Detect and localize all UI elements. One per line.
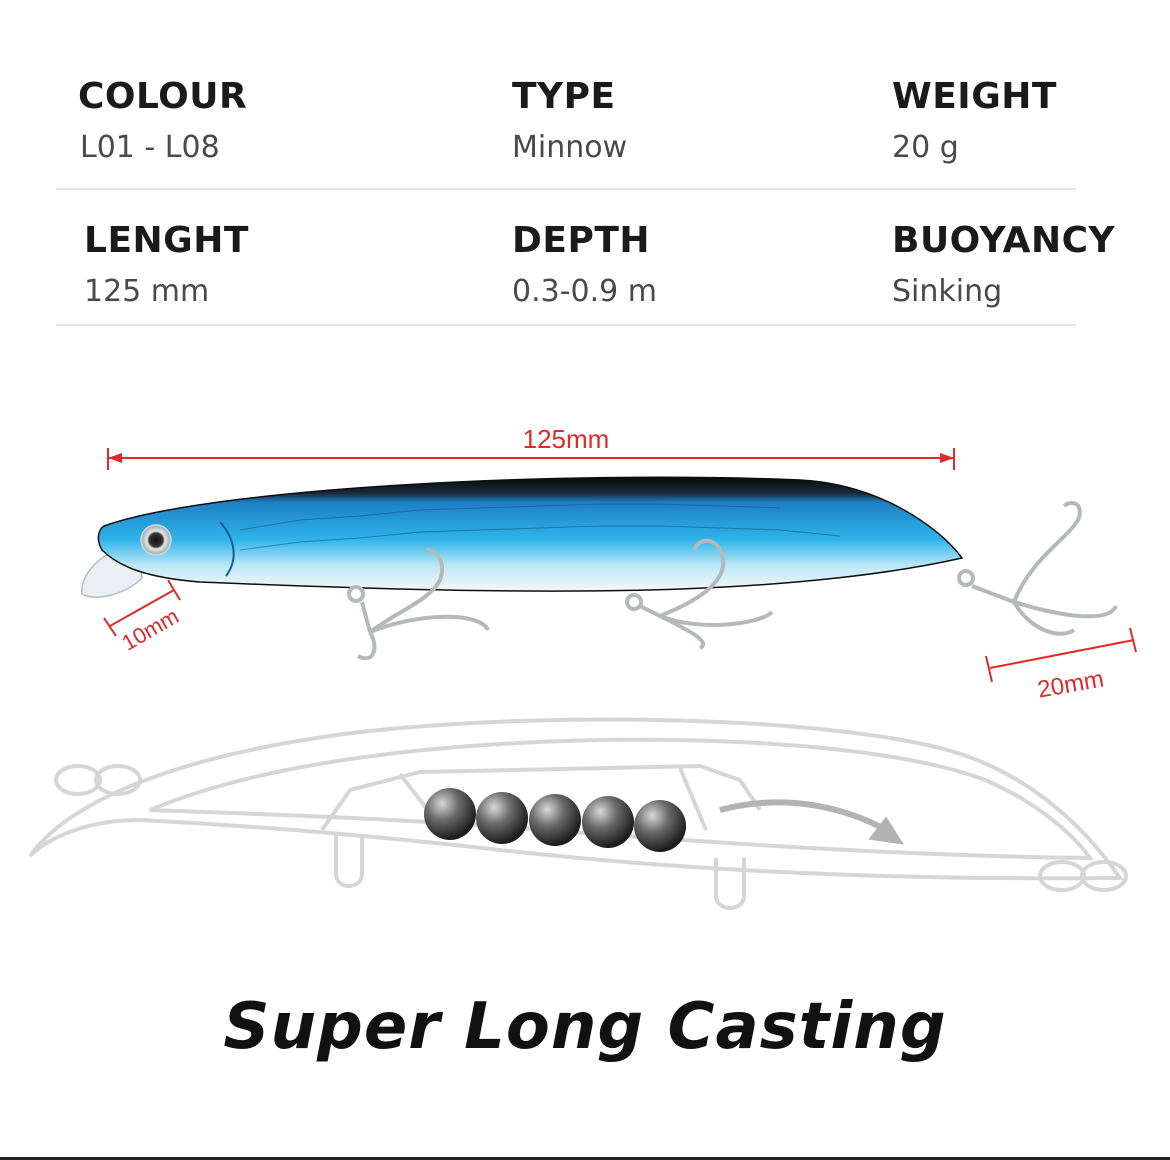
spec-divider	[56, 188, 1076, 190]
length-dimension: 125mm	[107, 424, 955, 470]
buoyancy-value: Sinking	[892, 274, 1003, 309]
spec-table: COLOUR L01 - L08 TYPE Minnow WEIGHT 20 g…	[0, 0, 1170, 340]
line-tie-icon	[1038, 860, 1086, 892]
hook-icon	[625, 538, 774, 650]
line-tie-icon	[54, 764, 102, 796]
weight-value: 20 g	[892, 130, 959, 165]
buoyancy-label: BUOYANCY	[892, 220, 1116, 261]
hook-dimension: 20mm	[985, 627, 1137, 704]
hook-icon	[347, 548, 490, 661]
colour-value: L01 - L08	[80, 130, 220, 165]
type-value: Minnow	[512, 130, 628, 165]
eye-icon	[140, 524, 172, 556]
length-dimension-label: 125mm	[523, 424, 610, 454]
lip-dimension-label: 10mm	[118, 603, 183, 655]
hook-icon	[957, 500, 1118, 636]
hook-dimension-label: 20mm	[1036, 666, 1106, 704]
lure-figure: 125mm	[28, 424, 1137, 910]
length-value: 125 mm	[84, 274, 210, 309]
weight-balls	[424, 788, 686, 852]
type-label: TYPE	[512, 76, 616, 117]
length-label: LENGHT	[84, 220, 249, 261]
bottom-rule	[0, 1157, 1170, 1160]
lure-illustration	[81, 476, 1118, 661]
tagline: Super Long Casting	[223, 990, 947, 1064]
spec-divider	[56, 324, 1076, 326]
depth-value: 0.3-0.9 m	[512, 274, 658, 309]
depth-label: DEPTH	[512, 220, 651, 261]
weight-label: WEIGHT	[892, 76, 1057, 117]
colour-label: COLOUR	[78, 76, 248, 117]
